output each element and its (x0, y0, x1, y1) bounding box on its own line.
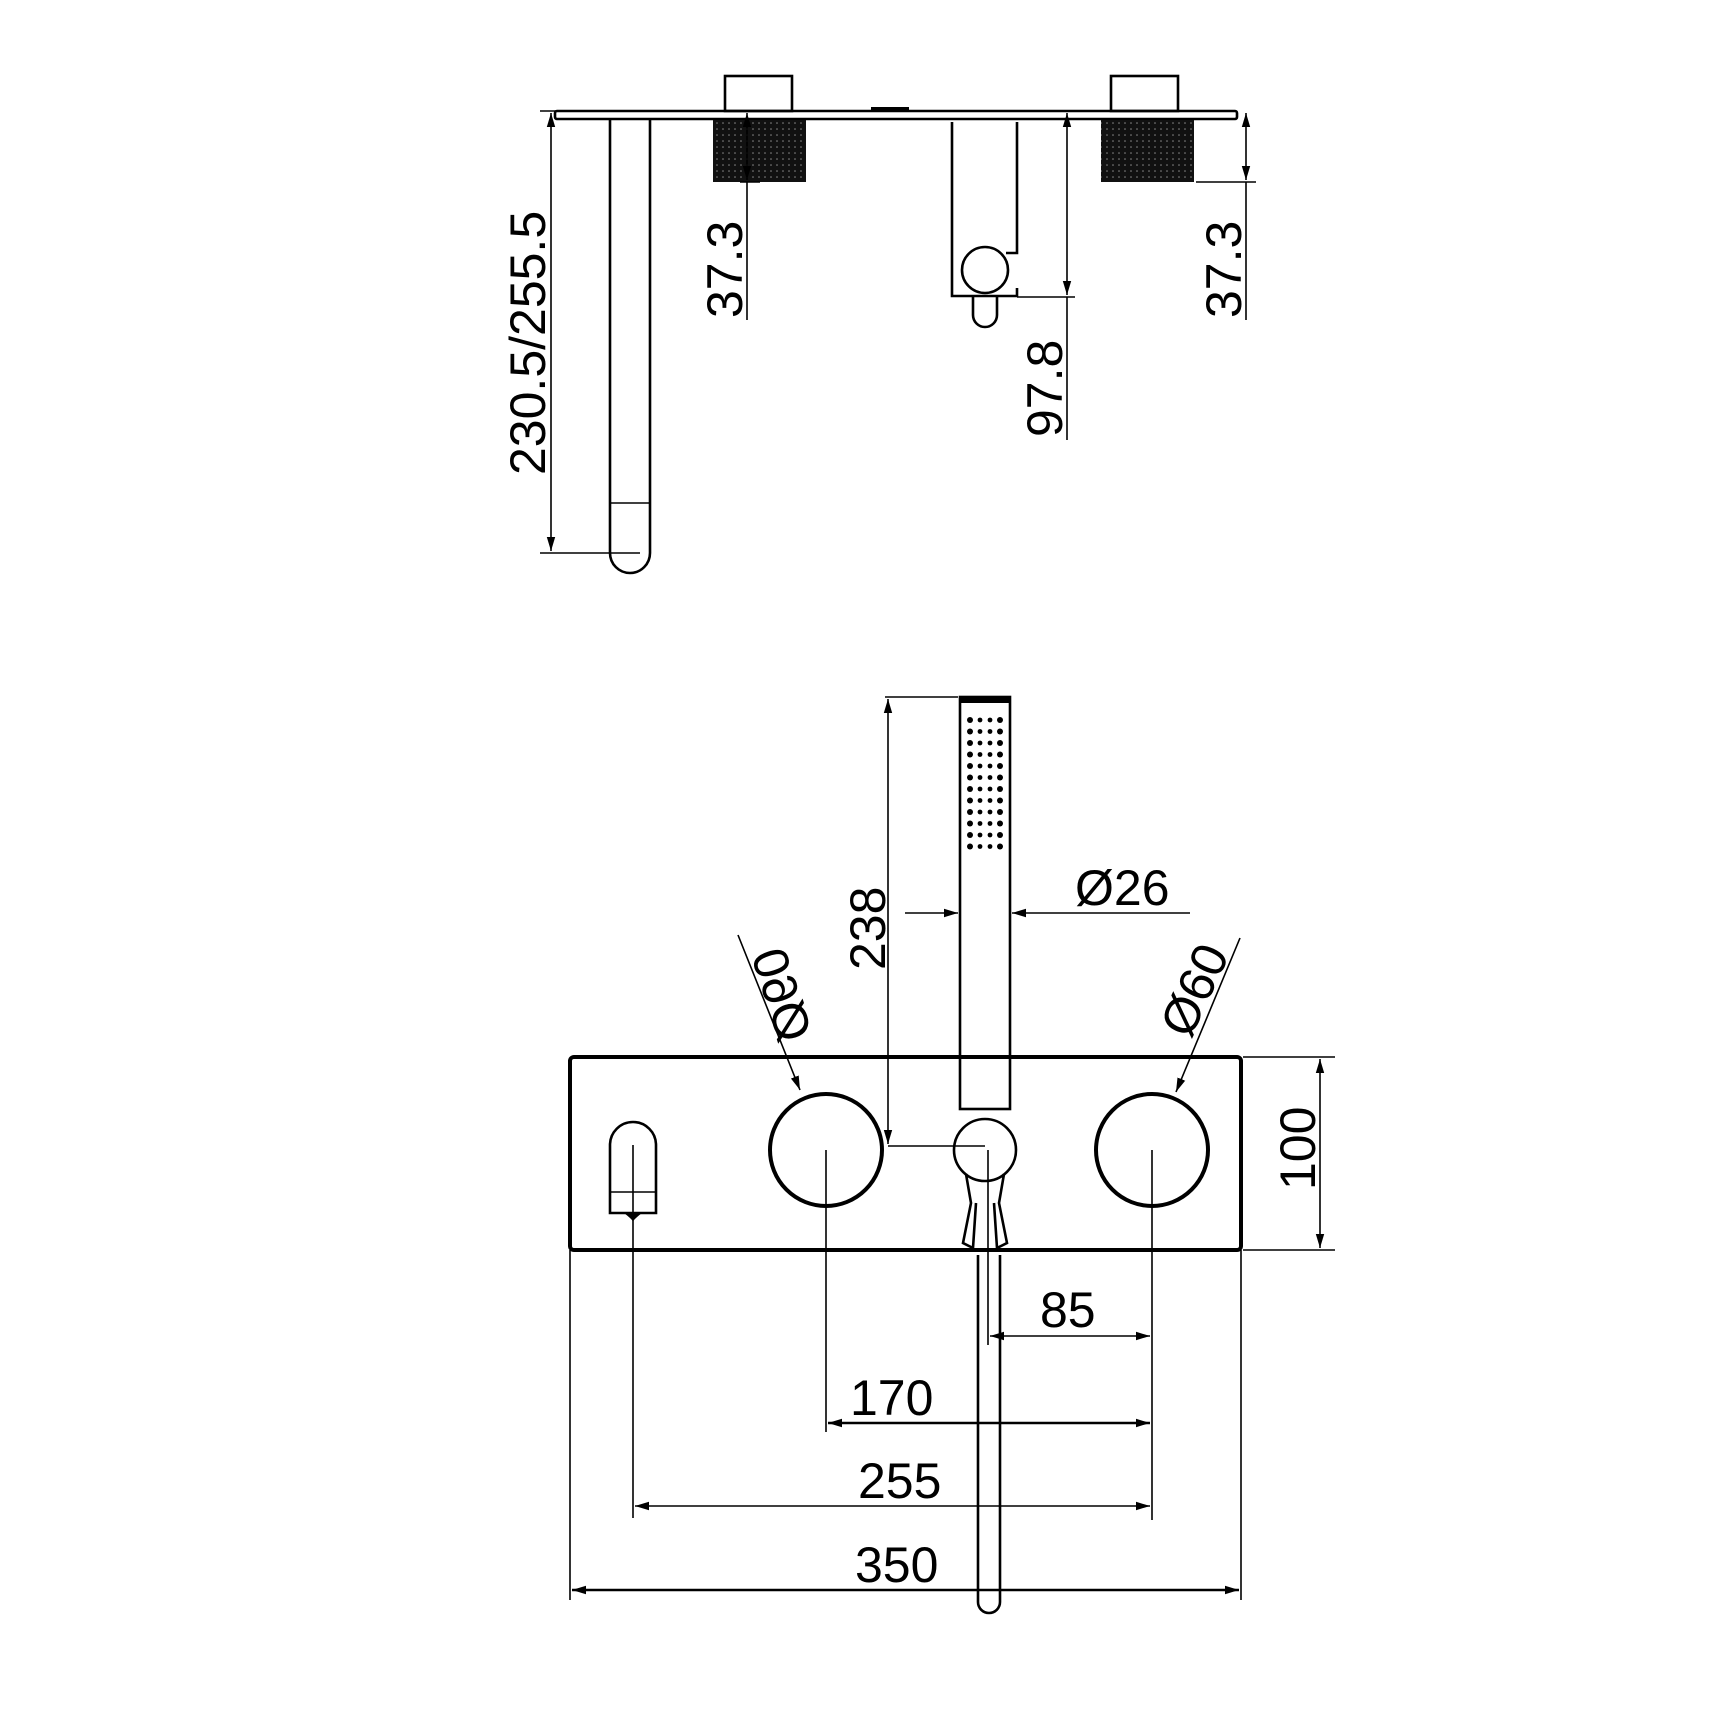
diverter-cap (871, 107, 909, 111)
dim-left-handle-depth: 37.3 (697, 221, 753, 318)
dim-handshower-diameter: Ø26 (1075, 860, 1170, 916)
dim-left-handle-diameter: Ø60 (740, 941, 822, 1048)
dim-plate-width: 350 (855, 1537, 938, 1593)
shower-holder (952, 1117, 1018, 1183)
dim-plate-height: 100 (1270, 1107, 1326, 1190)
hose (976, 1255, 1002, 1615)
right-handle-knurl (1101, 120, 1194, 182)
right-handle-cap (1109, 74, 1180, 113)
wall-plate-front (568, 1055, 1243, 1252)
hand-shower (958, 695, 1012, 1111)
dim-spout-projection: 230.5/255.5 (500, 211, 556, 475)
dim-diverter-to-right-handle: 85 (1040, 1282, 1096, 1338)
spout-side (608, 120, 652, 575)
dim-spout-to-right-handle: 255 (858, 1453, 941, 1509)
dim-diverter-depth: 97.8 (1017, 340, 1073, 437)
dim-right-handle-depth: 37.3 (1196, 221, 1252, 318)
side-view: 230.5/255.5 37.3 37.3 97.8 (500, 74, 1256, 575)
hand-shower-nozzles (967, 717, 1003, 850)
diverter-knob-side (960, 245, 1010, 295)
front-view: 238 Ø26 Ø60 Ø60 100 85 170 255 350 (568, 695, 1335, 1615)
spout-front (608, 1120, 658, 1215)
left-handle-knurl (713, 120, 806, 182)
dim-handshower-length: 238 (840, 887, 896, 970)
left-handle-cap (723, 74, 794, 113)
dim-right-handle-diameter: Ø60 (1149, 935, 1240, 1044)
diverter-body-side (950, 122, 1019, 298)
dim-handle-centers: 170 (850, 1370, 933, 1426)
